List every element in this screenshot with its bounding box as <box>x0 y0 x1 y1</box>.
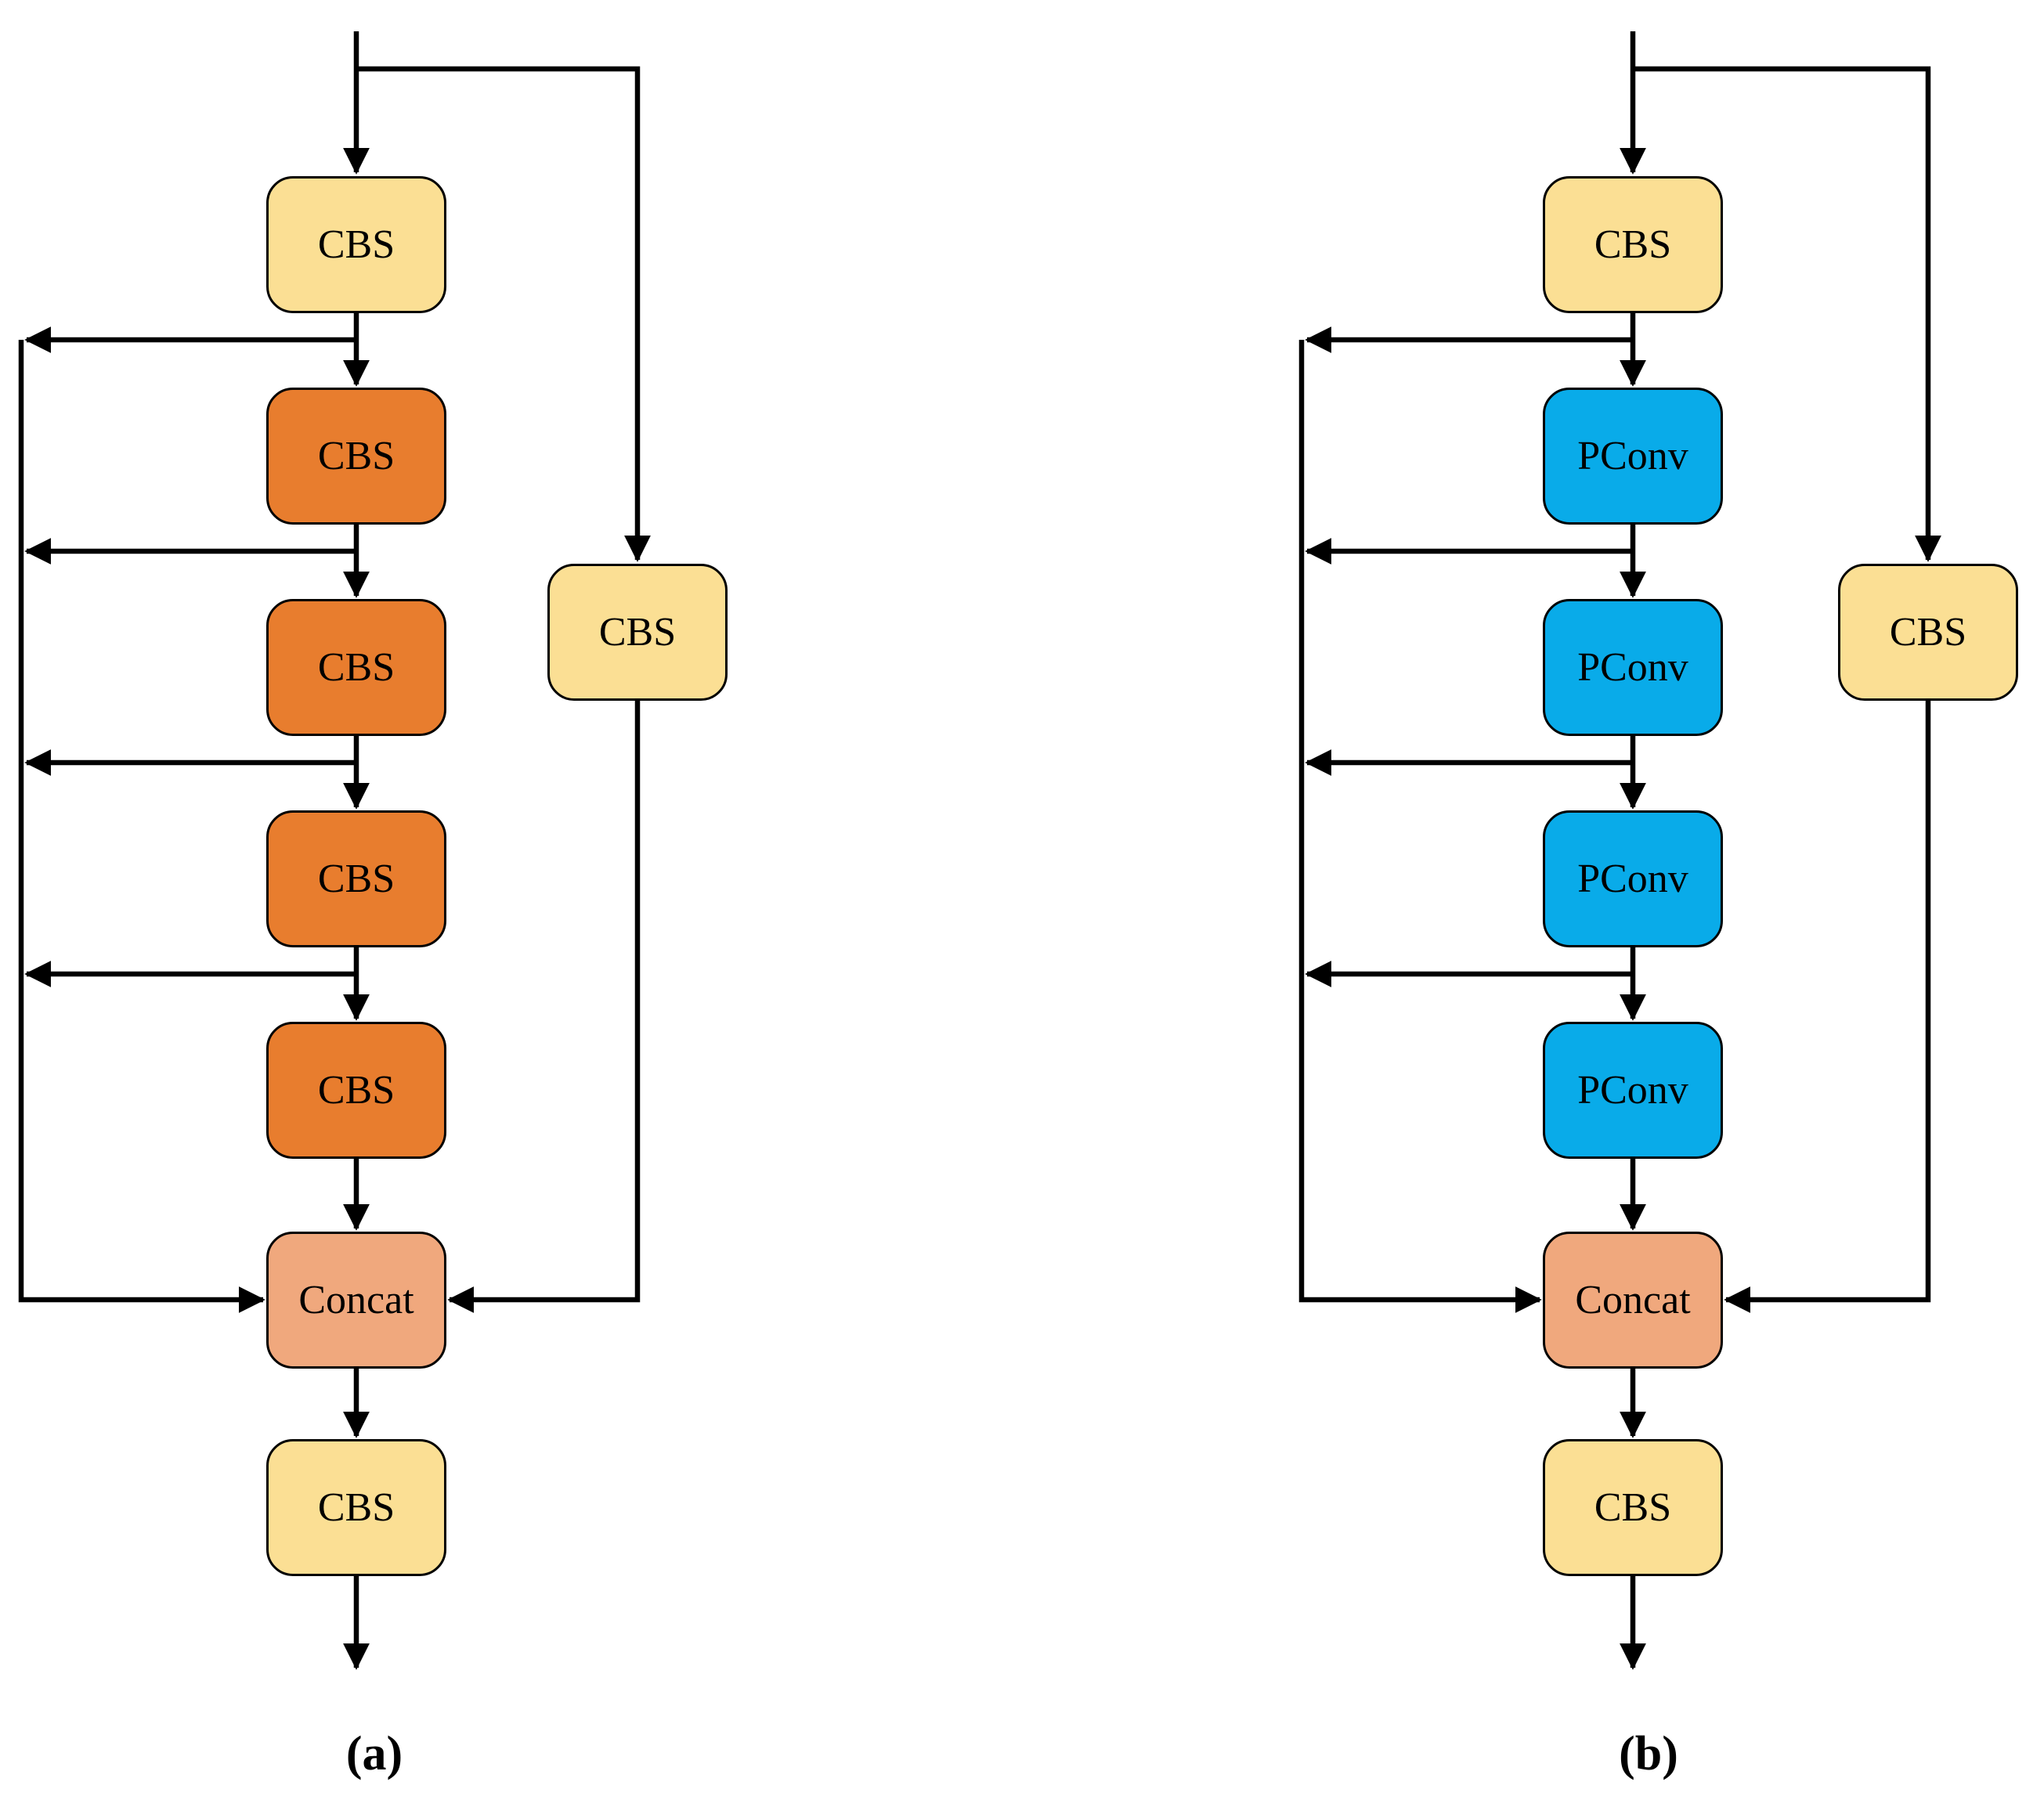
a-bypass-to-concat <box>447 701 641 1313</box>
node-pconv: PConv <box>1543 388 1723 525</box>
a-bypass-branch <box>356 66 651 562</box>
node-cbs: CBS <box>266 1022 446 1159</box>
node-cbs: CBS <box>266 810 446 947</box>
node-cbs: CBS <box>1543 176 1723 313</box>
node-cbs: CBS <box>1543 1439 1723 1576</box>
node-pconv: PConv <box>1543 810 1723 947</box>
a-collector-line <box>18 340 265 1313</box>
b-bypass-to-concat <box>1724 701 1931 1313</box>
diagram-b-wires <box>1298 31 1941 1670</box>
node-cbs: CBS <box>266 176 446 313</box>
node-concat: Concat <box>1543 1232 1723 1369</box>
caption-b: (b) <box>1619 1727 1678 1780</box>
diagram-a-wires <box>18 31 651 1670</box>
node-pconv: PConv <box>1543 1022 1723 1159</box>
b-bypass-branch <box>1633 66 1941 562</box>
node-cbs-bypass: CBS <box>1838 564 2018 701</box>
b-collector-line <box>1298 340 1542 1313</box>
node-cbs-bypass: CBS <box>547 564 728 701</box>
node-concat: Concat <box>266 1232 446 1369</box>
node-cbs: CBS <box>266 599 446 736</box>
node-cbs: CBS <box>266 388 446 525</box>
node-cbs: CBS <box>266 1439 446 1576</box>
node-pconv: PConv <box>1543 599 1723 736</box>
caption-a: (a) <box>345 1727 403 1780</box>
